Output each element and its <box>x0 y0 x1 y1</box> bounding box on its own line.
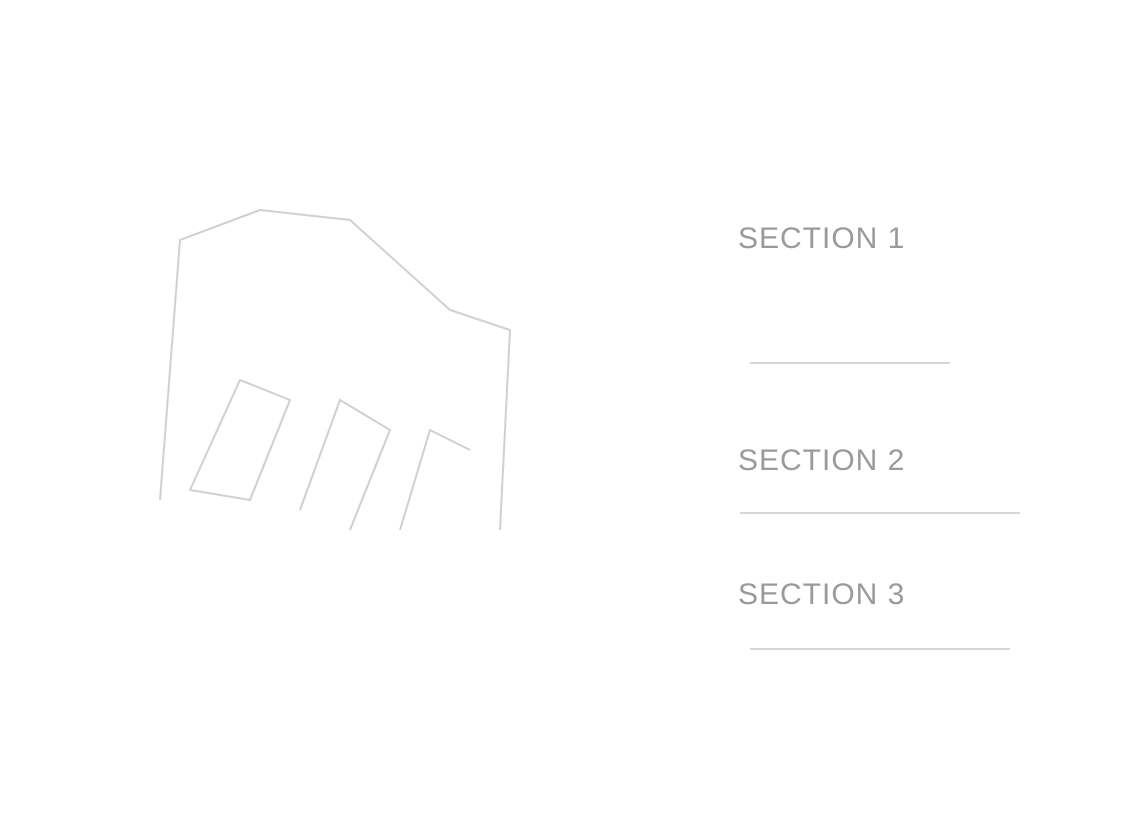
section-2-divider <box>740 512 1020 514</box>
section-2-title: SECTION 2 <box>738 444 906 477</box>
illustration-outline <box>159 208 512 531</box>
section-1-divider <box>750 362 950 364</box>
section-1-title: SECTION 1 <box>738 222 906 255</box>
section-3-divider <box>750 648 1010 650</box>
illustration-shape <box>399 428 471 531</box>
illustration-shape <box>188 378 292 502</box>
section-3-title: SECTION 3 <box>738 578 906 611</box>
illustration-shape <box>299 398 392 531</box>
faded-illustration <box>159 208 512 531</box>
